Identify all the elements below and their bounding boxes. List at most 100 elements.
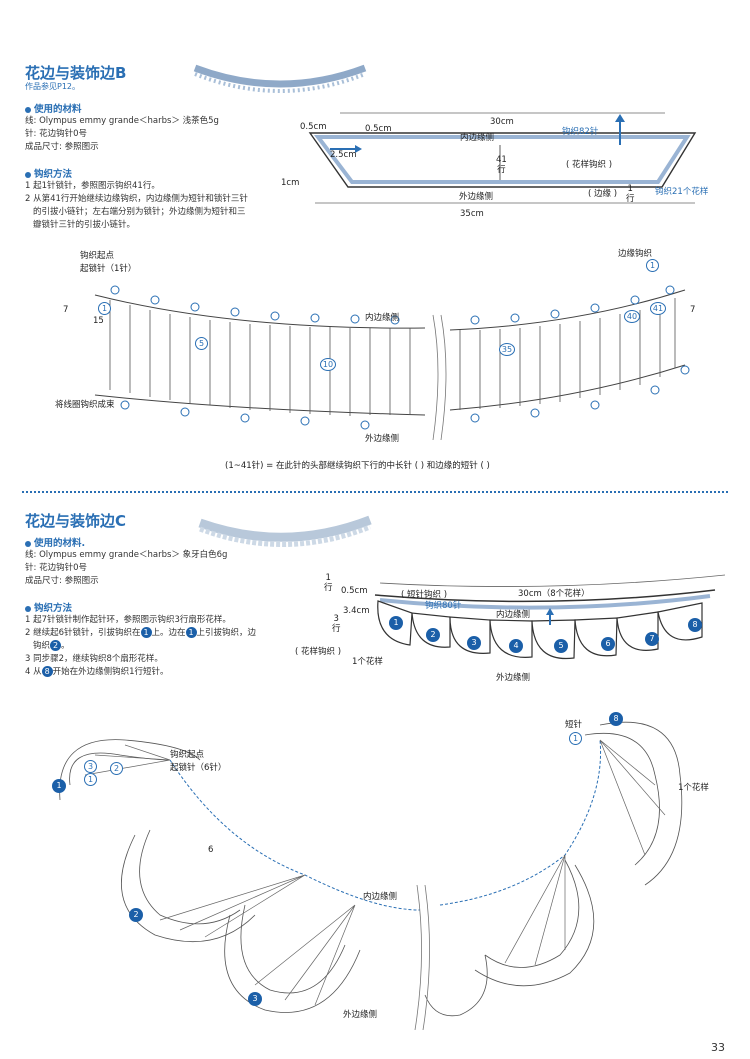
chart-b-inner-side: 内边缘侧 — [365, 313, 400, 323]
materials-heading-b: 使用的材料 — [25, 101, 82, 115]
fan-7: 7 — [645, 632, 659, 646]
pattern-label-c: ( 花样钩织 ) — [295, 647, 342, 657]
w-inner-label: 30cm — [490, 117, 514, 127]
stitch-columns-left — [109, 300, 411, 416]
row-num-10: 10 — [320, 358, 336, 371]
picot-row-bottom — [120, 365, 690, 430]
m1-label: 1cm — [281, 178, 300, 188]
crochet-chart-c — [59, 721, 683, 1030]
chart-c-fan-8: 8 — [609, 712, 623, 726]
chart-c-fan-1: 1 — [52, 779, 66, 793]
fan-arcs-right — [424, 721, 683, 1017]
step-circle: 1 — [185, 627, 197, 638]
step-line: 1 起1针锁针，参照图示钩织41行。 — [25, 181, 160, 191]
row-num-41: 41 — [650, 302, 666, 315]
chart-c-inner-side: 内边缘侧 — [363, 892, 398, 902]
chart-b-side-7-right: 7 — [690, 305, 696, 315]
chart-c-row-1-right: 1 — [569, 732, 582, 745]
section-b-ref: 作品参见P12。 — [25, 82, 81, 91]
chart-b-finish-note: 将线圈钩织成束 — [55, 400, 115, 410]
m34-label-c: 3.4cm — [343, 606, 370, 616]
step-circle: 1 — [140, 627, 152, 638]
chart-c-short-stitch: 短针 — [565, 720, 583, 730]
chart-b-start-chain: 起锁针（1针） — [80, 264, 137, 274]
row-num-1: 1 — [98, 302, 111, 315]
chart-c-row-3: 3 — [84, 760, 97, 773]
materials-b: 线: Olympus emmy grande＜harbs＞ 浅茶色5g 针: 花… — [25, 115, 219, 154]
outer-side-label-b: 外边缘侧 — [459, 192, 494, 202]
chart-c-start-point: 钩织起点 — [170, 750, 205, 760]
fan-4: 4 — [509, 639, 523, 653]
row-num-15: 15 — [93, 316, 104, 326]
materials-line: 成品尺寸: 参照图示 — [25, 576, 99, 586]
step-circle: 2 — [50, 640, 62, 651]
step-line: 的引拔小链针；左右端分别为锁针；外边缘侧为短针和三 — [33, 207, 246, 217]
schematic-b — [308, 112, 697, 204]
materials-heading-c: 使用的材料. — [25, 535, 85, 549]
materials-line: 成品尺寸: 参照图示 — [25, 142, 99, 152]
w-label-c: 30cm（8个花样） — [518, 589, 590, 599]
fan-6: 6 — [601, 637, 615, 651]
step-line: 2 从第41行开始继续边缘钩织，内边缘侧为短针和锁针三针 — [25, 194, 248, 204]
chart-b-edge-knit: 边缘钩织 — [618, 249, 653, 259]
materials-line: 针: 花边钩针0号 — [25, 563, 87, 573]
materials-line: 线: Olympus emmy grande＜harbs＞ 象牙白色6g — [25, 550, 228, 560]
inner-side-label-c: 内边缘侧 — [496, 610, 531, 620]
page-number: 33 — [711, 1041, 725, 1054]
one-pattern-label-c: 1个花样 — [352, 657, 383, 667]
fan-arcs-left — [59, 739, 361, 1013]
m05a-label: 0.5cm — [300, 122, 327, 132]
fan-3: 3 — [467, 636, 481, 650]
outer-side-label-c: 外边缘侧 — [496, 673, 531, 683]
row-num-35: 35 — [499, 343, 515, 356]
chart-b-start-point: 钩织起点 — [80, 251, 115, 261]
legend-b: (1~41针) = 在此针的头部继续钩织下行的中长针 ( ) 和边缘的短针 ( … — [225, 461, 490, 471]
chart-c-fan-2: 2 — [129, 908, 143, 922]
lace-b-thumbnail — [193, 64, 367, 93]
section-b-title: 花边与装饰边B — [25, 64, 127, 82]
m05b-label: 0.5cm — [365, 124, 392, 134]
materials-c: 线: Olympus emmy grande＜harbs＞ 象牙白色6g 针: … — [25, 549, 227, 588]
chart-c-outer-side: 外边缘侧 — [343, 1010, 378, 1020]
chart-c-row-1: 1 — [84, 773, 97, 786]
materials-line: 线: Olympus emmy grande＜harbs＞ 浅茶色5g — [25, 116, 219, 126]
step-circle: 8 — [41, 666, 53, 677]
materials-line: 针: 花边钩针0号 — [25, 129, 87, 139]
pattern-label-b: ( 花样钩织 ) — [566, 160, 613, 170]
m25-label: 2.5cm — [330, 150, 357, 160]
stitch-columns-right — [459, 298, 676, 410]
section-divider — [22, 491, 728, 493]
method-heading-c: 钩织方法 — [25, 600, 72, 614]
stitches-21-label: 钩织21个花样 — [655, 187, 709, 197]
crochet-chart-b — [94, 285, 690, 440]
step-line: 3 同步骤2，继续钩织8个扇形花样。 — [25, 654, 163, 664]
step-line: 1 起7针锁针制作起针环，参照图示钩织3行扇形花样。 — [25, 615, 231, 625]
chart-c-fan-3: 3 — [248, 992, 262, 1006]
method-heading-b: 钩织方法 — [25, 166, 72, 180]
chart-b-circ-1: 1 — [646, 259, 659, 272]
fan-spokes — [84, 739, 666, 1006]
row-num-40: 40 — [624, 310, 640, 323]
short-stitch-label-c: ( 短针钩织 ) — [401, 590, 448, 600]
row-num-5: 5 — [195, 337, 208, 350]
picot-row-top — [110, 285, 675, 325]
inner-side-label-b: 内边缘侧 — [460, 133, 495, 143]
fan-5: 5 — [554, 639, 568, 653]
steps-c: 1 起7针锁针制作起针环，参照图示钩织3行扇形花样。 2 继续起6针锁针，引拔钩… — [25, 614, 315, 679]
lace-c-thumbnail — [198, 515, 372, 547]
fan-2: 2 — [426, 628, 440, 642]
steps-b: 1 起1针锁针，参照图示钩织41行。 2 从第41行开始继续边缘钩织，内边缘侧为… — [25, 180, 275, 232]
fan-1: 1 — [389, 616, 403, 630]
edge-label: ( 边缘 ) — [588, 189, 618, 199]
stitches-80-label: 钩织80针 — [425, 601, 462, 611]
chart-c-row-2: 2 — [110, 762, 123, 775]
fan-8: 8 — [688, 618, 702, 632]
m05-label-c: 0.5cm — [341, 586, 368, 596]
section-c-title: 花边与装饰边C — [25, 512, 127, 530]
